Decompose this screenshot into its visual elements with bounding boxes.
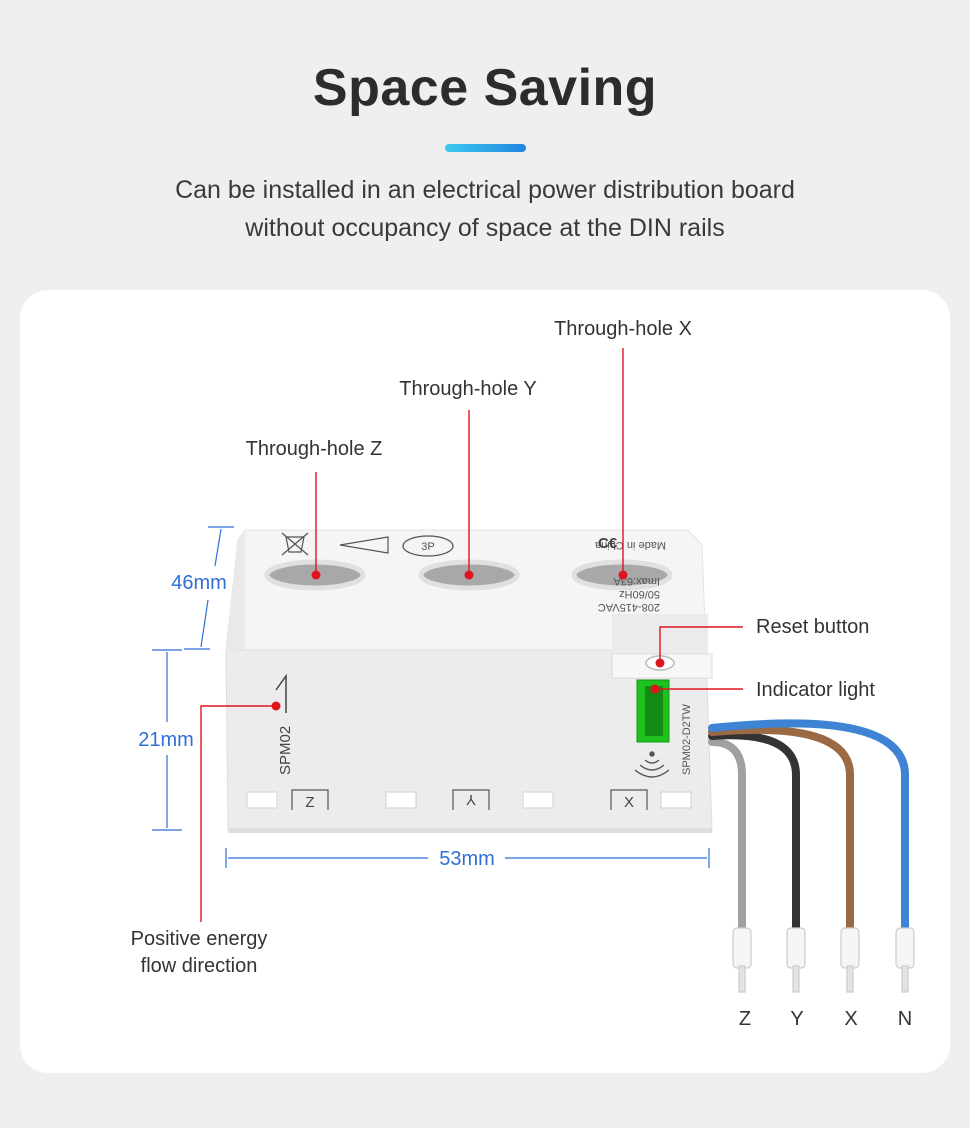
wire-label-y: Y (790, 1008, 803, 1030)
terminal-label-boxes (291, 789, 648, 810)
callout-dots (271, 570, 665, 711)
callout-indicator-light: Indicator light (756, 679, 875, 701)
warning-triangle-icon (339, 536, 389, 554)
dimension-depth: 46mm (171, 572, 227, 594)
made-in-china-text: Made in China (594, 539, 666, 551)
model-front-text: SPM02 (277, 726, 294, 775)
wire-label-x: X (844, 1008, 857, 1030)
flow-direction-arrow (275, 673, 287, 713)
rating-line-3: 208-415VAC (598, 601, 660, 613)
wireless-icon (634, 751, 670, 778)
dimension-height: 21mm (138, 729, 194, 751)
callout-positive-energy-line-1: Positive energy (131, 928, 268, 950)
subtitle-line-2: without occupancy of space at the DIN ra… (245, 214, 725, 242)
page-subtitle: Can be installed in an electrical power … (0, 171, 970, 247)
terminal-label-y: Y (466, 791, 476, 808)
wire-y (708, 731, 800, 934)
wire-ferrules (732, 927, 915, 993)
ce-mark: C€ (598, 535, 618, 552)
three-phase-label: 3P (421, 541, 434, 553)
wire-z (708, 738, 746, 934)
three-phase-icon (402, 535, 454, 557)
callout-through-hole-z: Through-hole Z (246, 438, 383, 460)
page-title: Space Saving (312, 59, 658, 117)
subtitle-line-1: Can be installed in an electrical power … (175, 176, 795, 204)
wire-n (708, 719, 909, 934)
dimension-width: 53mm (439, 848, 495, 870)
callout-lines (200, 348, 743, 922)
terminal-slots (246, 791, 692, 809)
top-markings (281, 532, 454, 557)
callout-through-hole-y: Through-hole Y (399, 378, 537, 400)
callout-through-hole-x: Through-hole X (554, 318, 692, 340)
callout-reset-button: Reset button (756, 616, 869, 638)
callout-positive-energy-line-2: flow direction (141, 955, 258, 977)
model-side-text: SPM02-D2TW (681, 703, 693, 775)
wire-label-z: Z (739, 1008, 751, 1030)
rating-line-2: 50/60Hz (619, 588, 660, 600)
wire-x (708, 725, 854, 934)
weee-bin-icon (281, 532, 309, 556)
wire-label-n: N (898, 1008, 912, 1030)
title-accent-bar (445, 144, 526, 152)
dimension-lines (152, 526, 710, 868)
terminal-label-z: Z (305, 794, 314, 811)
terminal-label-x: X (624, 794, 634, 811)
wires (708, 719, 909, 934)
